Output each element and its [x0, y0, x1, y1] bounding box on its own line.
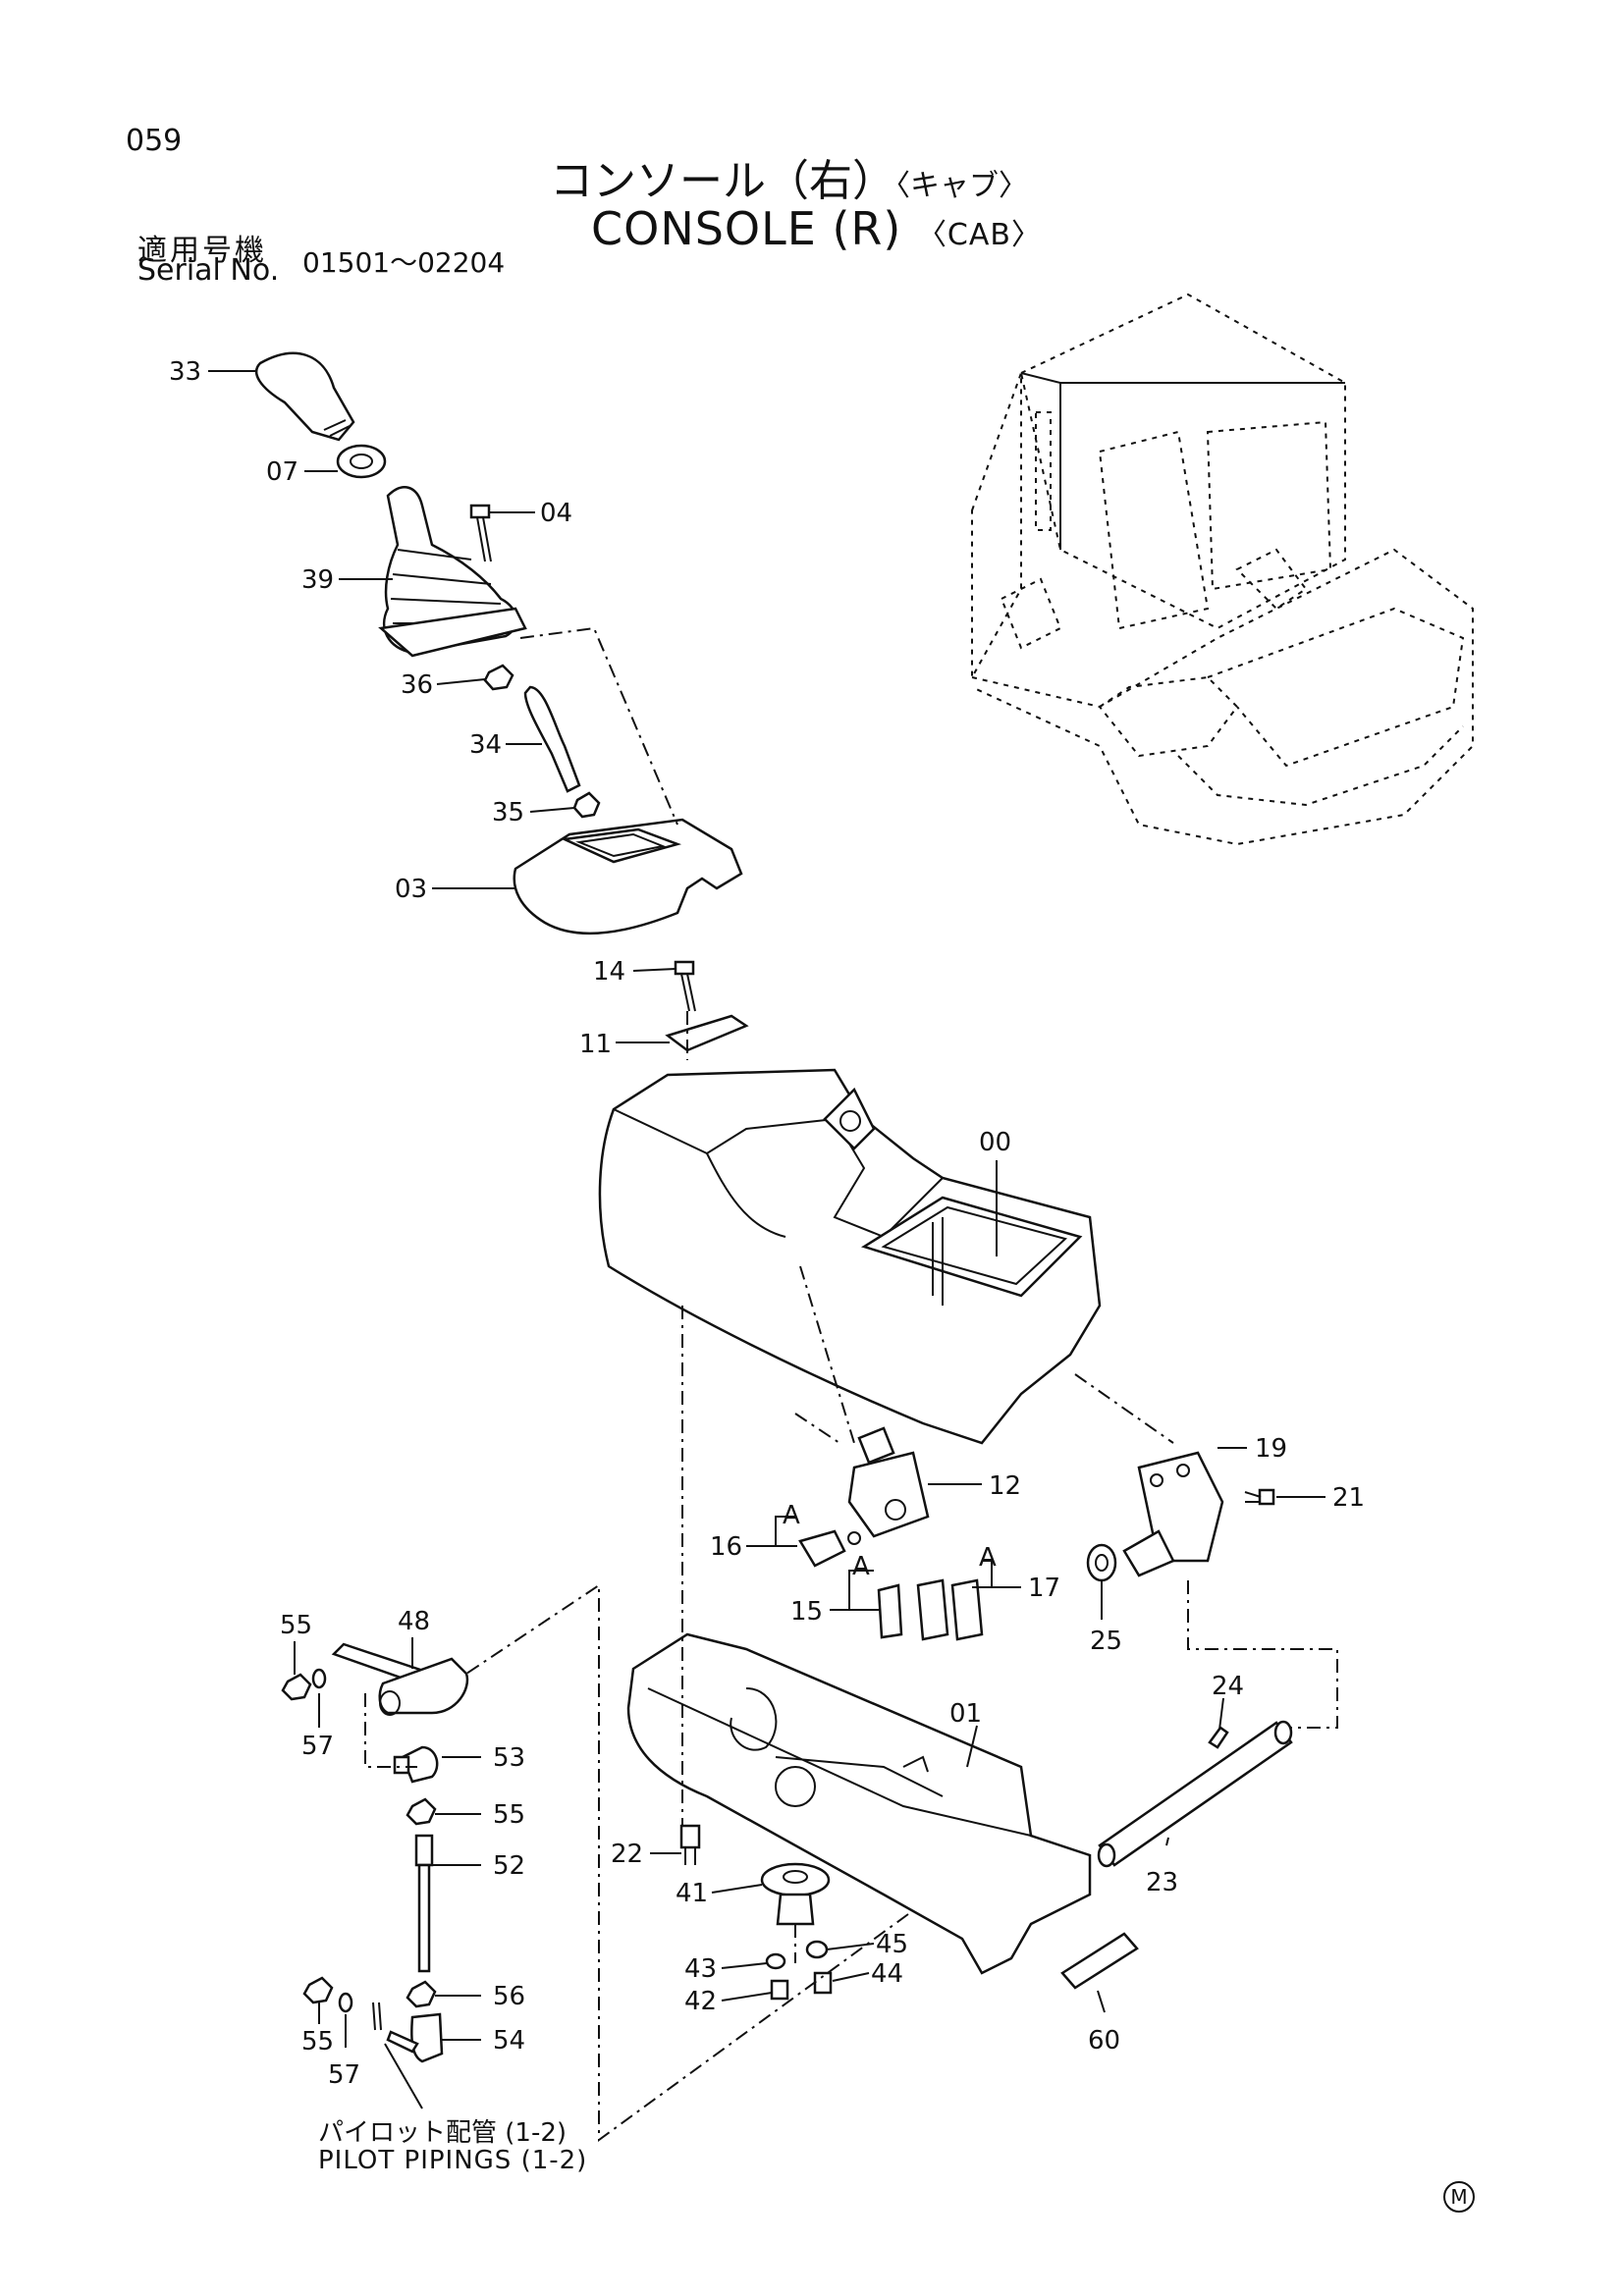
serial-label-en: Serial No. [137, 253, 280, 288]
pilot-valve-12 [847, 1426, 930, 1538]
link-48 [331, 1642, 469, 1716]
callout-14: 14 [593, 957, 625, 987]
callout-34: 34 [469, 730, 502, 760]
callout-33: 33 [169, 357, 201, 387]
callout-60: 60 [1088, 2026, 1120, 2056]
callout-48: 48 [398, 1607, 430, 1636]
callout-39: 39 [301, 565, 334, 595]
callout-11: 11 [579, 1030, 612, 1059]
callout-15: 15 [790, 1597, 823, 1627]
washer-57-b [338, 1992, 353, 2013]
callout-25: 25 [1090, 1627, 1122, 1656]
serial-label-jp: 適用号機 [137, 234, 267, 268]
callout-57-top: 57 [301, 1732, 334, 1761]
callout-21: 21 [1332, 1483, 1365, 1513]
fitting-16 [798, 1529, 861, 1568]
callout-01: 01 [949, 1699, 982, 1729]
nut-55-a [281, 1673, 312, 1701]
title-jp-main: コンソール（右） [550, 156, 895, 206]
rod-52 [414, 1834, 434, 1973]
washer-43 [765, 1952, 786, 1970]
mount-41 [760, 1862, 831, 1926]
callout-24: 24 [1212, 1672, 1244, 1701]
pilot-pipings-note-en: PILOT PIPINGS (1-2) [318, 2146, 588, 2175]
callout-54: 54 [493, 2026, 525, 2056]
title-en-sub: 〈CAB〉 [916, 218, 1042, 252]
callout-55-bottom: 55 [301, 2027, 334, 2056]
page-number: 059 [126, 124, 183, 158]
title-english: CONSOLE (R) 〈CAB〉 [591, 202, 1042, 255]
base-frame-01 [626, 1632, 1092, 1975]
callout-56: 56 [493, 1982, 525, 2011]
callout-53: 53 [493, 1743, 525, 1773]
callout-52: 52 [493, 1851, 525, 1881]
callout-36: 36 [401, 670, 433, 700]
callout-23: 23 [1146, 1868, 1178, 1897]
plate-11 [665, 1014, 749, 1052]
cab-illustration [971, 293, 1474, 846]
title-jp-sub: 〈キャブ〉 [895, 169, 1028, 203]
callout-04: 04 [540, 499, 572, 528]
callout-41: 41 [676, 1879, 708, 1908]
bolt-21 [1244, 1488, 1275, 1506]
callout-57-bottom: 57 [328, 2060, 360, 2090]
nut-35 [572, 791, 601, 819]
pin-24 [1208, 1726, 1229, 1749]
callout-00: 00 [979, 1128, 1011, 1157]
callout-03: 03 [395, 875, 427, 904]
lever-shaft-34 [523, 685, 581, 793]
fittings-15-17 [877, 1578, 984, 1641]
callout-45: 45 [876, 1930, 908, 1959]
nut-55-c [302, 1976, 334, 2004]
washer-25 [1086, 1543, 1117, 1582]
callout-17: 17 [1028, 1574, 1060, 1603]
nut-55-b [406, 1797, 437, 1826]
callout-a-16: A [783, 1501, 800, 1530]
callout-55-mid: 55 [493, 1800, 525, 1830]
bolt-42 [770, 1979, 789, 2001]
callout-07: 07 [266, 457, 298, 487]
nut-07 [336, 444, 387, 479]
title-japanese: コンソール（右）〈キャブ〉 [550, 145, 1028, 208]
serial-range: 01501～02204 [302, 246, 506, 279]
bolt-04 [469, 504, 492, 562]
callout-44: 44 [871, 1959, 903, 1989]
pilot-pipings-note-jp: パイロット配管 (1-2) [318, 2118, 568, 2148]
shaft-23 [1097, 1720, 1293, 1868]
ball-joint-53 [393, 1745, 439, 1784]
callout-55-top: 55 [280, 1611, 312, 1640]
m-mark: M [1443, 2181, 1475, 2213]
console-body-00 [598, 1068, 1102, 1445]
cover-03 [513, 818, 743, 935]
bolt-14 [674, 960, 696, 1012]
nut-56 [406, 1980, 437, 2008]
lever-knob-33 [254, 351, 355, 442]
title-en-main: CONSOLE (R) [591, 202, 902, 255]
callout-a-17: A [979, 1543, 997, 1573]
grip-60 [1060, 1932, 1139, 1990]
ball-joint-54 [410, 2012, 444, 2063]
nut-36 [483, 664, 514, 691]
callout-35: 35 [492, 798, 524, 828]
boot-39 [378, 486, 527, 658]
callout-16: 16 [710, 1532, 742, 1562]
callout-42: 42 [684, 1987, 717, 2016]
callout-12: 12 [989, 1471, 1021, 1501]
callout-43: 43 [684, 1954, 717, 1984]
callout-22: 22 [611, 1840, 643, 1869]
washer-45 [805, 1940, 829, 1959]
callout-a-15: A [852, 1552, 870, 1581]
callout-19: 19 [1255, 1434, 1287, 1464]
bolt-22 [679, 1824, 701, 1865]
washer-57-a [311, 1668, 327, 1689]
bracket-19 [1122, 1451, 1224, 1577]
